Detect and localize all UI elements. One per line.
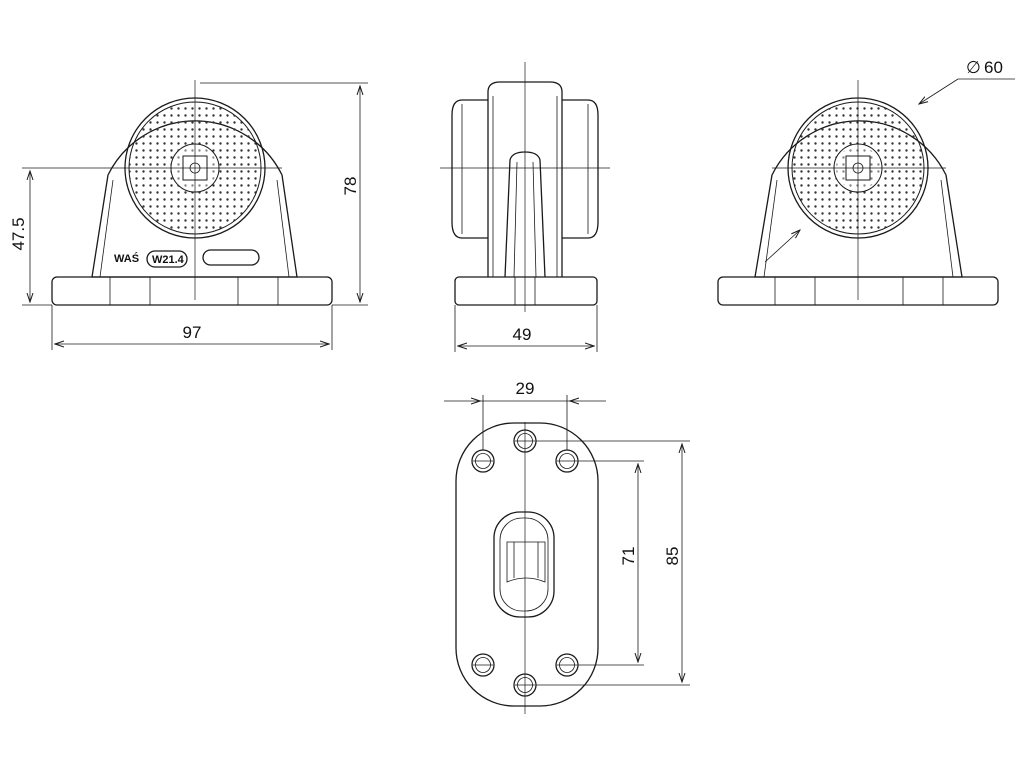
side-view (440, 62, 610, 312)
side-lens-left (451, 99, 488, 239)
dim-depth-side: 49 (513, 325, 532, 344)
front-reflector-slot (202, 249, 260, 266)
front-dimensions: 97 78 47.5 (9, 82, 368, 350)
brand-label: WAŚ (114, 252, 139, 265)
dim-hole-spacing-x: 29 (516, 379, 535, 398)
rear-dimensions: ∅ 60 (764, 58, 1015, 263)
side-base (454, 276, 598, 306)
dim-height-total: 78 (341, 177, 360, 196)
side-lens-right (562, 99, 599, 239)
dim-hole-spacing-y: 71 (619, 547, 638, 566)
mounting-hole (471, 653, 495, 677)
side-dimensions: 49 (454, 305, 598, 352)
dim-lens-diameter: 60 (984, 58, 1003, 77)
bottom-base-outline (455, 422, 599, 707)
dim-diameter-symbol: ∅ (966, 58, 981, 77)
front-base (51, 276, 333, 306)
bottom-boss (506, 541, 546, 583)
bottom-view (455, 422, 599, 714)
dim-base-length: 85 (663, 547, 682, 566)
rear-view (717, 80, 999, 306)
dim-width-front: 97 (183, 323, 202, 342)
front-view: WAŚ W21.4 (51, 80, 333, 306)
bottom-dimensions: 29 71 85 (444, 379, 690, 686)
bottom-slot (493, 511, 555, 618)
model-label: W21.4 (152, 254, 185, 266)
dim-axis-height: 47.5 (9, 217, 28, 250)
